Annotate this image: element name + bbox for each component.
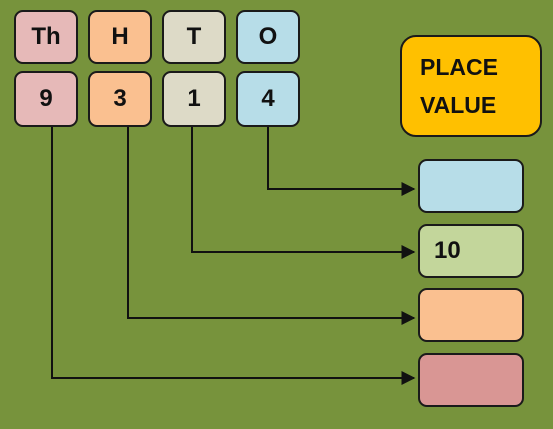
digit-thousands: 9 — [14, 71, 78, 127]
answer-box-thousands[interactable] — [418, 353, 524, 407]
digit-ones: 4 — [236, 71, 300, 127]
place-value-line1: PLACE — [420, 54, 498, 80]
header-thousands: Th — [14, 10, 78, 64]
place-value-line2: VALUE — [420, 92, 497, 118]
header-ones: O — [236, 10, 300, 64]
header-hundreds: H — [88, 10, 152, 64]
header-tens: T — [162, 10, 226, 64]
answer-box-tens[interactable]: 10 — [418, 224, 524, 278]
arrow-tens — [191, 127, 416, 259]
arrow-ones — [267, 127, 416, 196]
arrow-thousands — [51, 127, 416, 385]
place-value-title: PLACE VALUE — [400, 35, 542, 137]
answer-box-ones[interactable] — [418, 159, 524, 213]
digit-hundreds: 3 — [88, 71, 152, 127]
arrow-hundreds — [127, 127, 416, 325]
answer-box-hundreds[interactable] — [418, 288, 524, 342]
digit-tens: 1 — [162, 71, 226, 127]
